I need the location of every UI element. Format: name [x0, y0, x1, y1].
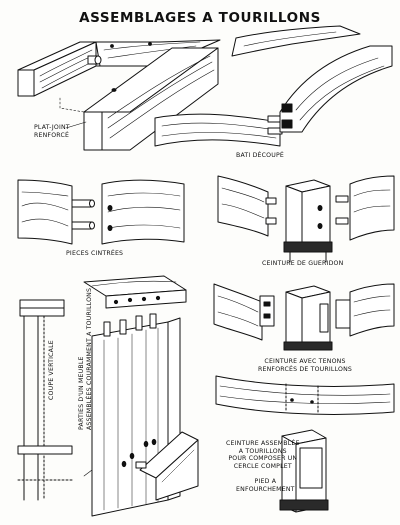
- label-pied: PIED A ENFOURCHEMENT: [236, 478, 295, 493]
- pied-figure: [279, 429, 329, 513]
- page-title: ASSEMBLAGES A TOURILLONS: [79, 10, 321, 26]
- label-parties: PARTIES D'UN MEUBLE ASSEMBLÉES COURAMMEN…: [78, 287, 93, 430]
- label-bati: BATI DÉCOUPÉ: [236, 152, 285, 159]
- tenons-figure: [213, 283, 395, 351]
- label-pieces: PIECES CINTRÉES: [66, 250, 124, 257]
- gueridon-figure: [217, 175, 395, 263]
- cercle-figure: [215, 375, 395, 415]
- label-ceinture-cercle: CEINTURE ASSEMBLÉE A TOURILLONS POUR COM…: [226, 440, 300, 470]
- label-coupe: COUPE VERTICALE: [48, 340, 55, 400]
- label-plat-joint: PLAT-JOINT RENFORCÉ: [34, 124, 70, 139]
- plat-joint-figure: [17, 39, 221, 151]
- label-leaders: [65, 121, 93, 477]
- label-gueridon: CEINTURE DE GUERIDON: [262, 260, 344, 267]
- pieces-cintrees-figure: [17, 179, 185, 245]
- bati-figure: [154, 25, 393, 147]
- meuble-figure: [83, 275, 199, 517]
- coupe-verticale-figure: [17, 299, 73, 501]
- label-tenons: CEINTURE AVEC TENONS RENFORCÉS DE TOURIL…: [258, 358, 353, 373]
